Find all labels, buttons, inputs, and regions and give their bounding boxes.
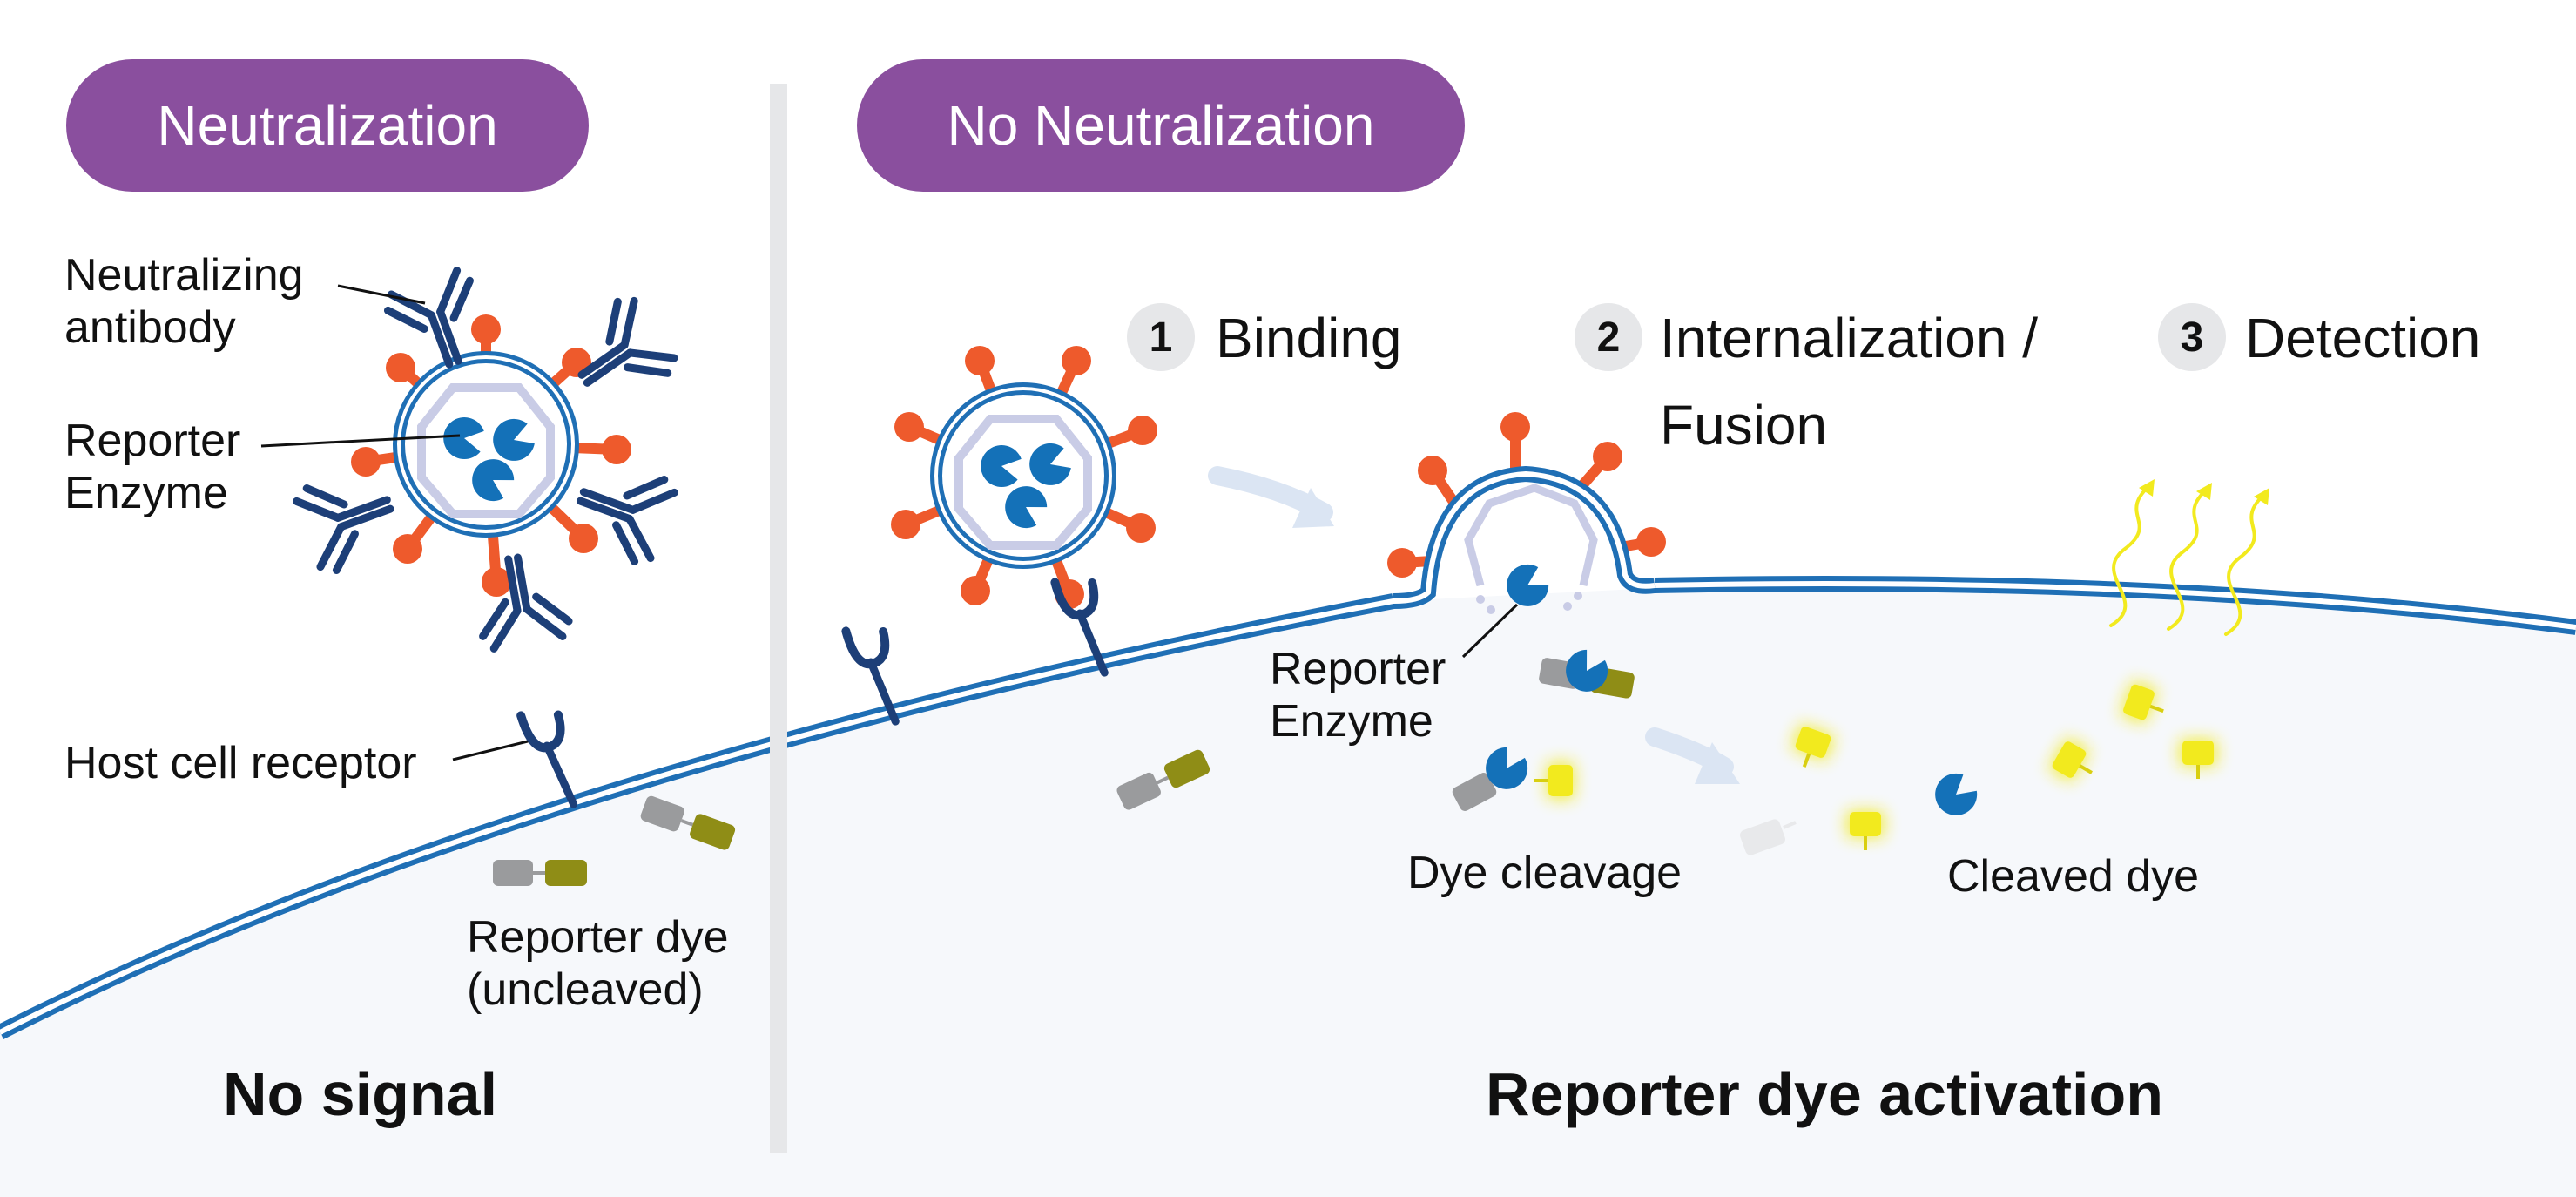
neutralization-header: Neutralization <box>66 59 589 192</box>
reporter-enzyme-label-left: Reporter Enzyme <box>64 416 241 518</box>
antibody-icon <box>293 463 403 574</box>
step-3-label: Detection <box>2245 307 2481 369</box>
binding-virus <box>891 346 1157 609</box>
panel-divider <box>770 84 787 1153</box>
neutralized-virus <box>293 267 679 650</box>
dye-cleavage-complex <box>1452 741 1575 811</box>
light-emission-icon <box>2109 483 2268 636</box>
reporter-dye-label: Reporter dye (uncleaved) <box>467 912 729 1015</box>
reporter-dye-activation-label: Reporter dye activation <box>1486 1060 2163 1128</box>
step-2-label: Internalization / Fusion <box>1660 307 2039 456</box>
host-cell-receptor-label: Host cell receptor <box>64 738 417 788</box>
step-1-badge: 1 <box>1127 303 1195 371</box>
neutralizing-antibody-label: Neutralizing antibody <box>64 250 304 353</box>
host-receptor-icon <box>521 708 577 811</box>
step-3-badge: 3 <box>2158 303 2226 371</box>
step-2-badge: 2 <box>1575 303 1642 371</box>
antibody-icon <box>470 551 570 650</box>
dye-cleavage-label: Dye cleavage <box>1407 848 1682 898</box>
fusing-virus <box>1387 412 1666 614</box>
no-signal-label: No signal <box>223 1060 498 1128</box>
cleaved-dye-label: Cleaved dye <box>1947 851 2200 902</box>
step-1-label: Binding <box>1216 307 1402 369</box>
no-neutralization-header: No Neutralization <box>857 59 1465 192</box>
reporter-enzyme-label-right: Reporter Enzyme <box>1270 644 1446 747</box>
host-cell-cytoplasm <box>0 585 2576 1197</box>
